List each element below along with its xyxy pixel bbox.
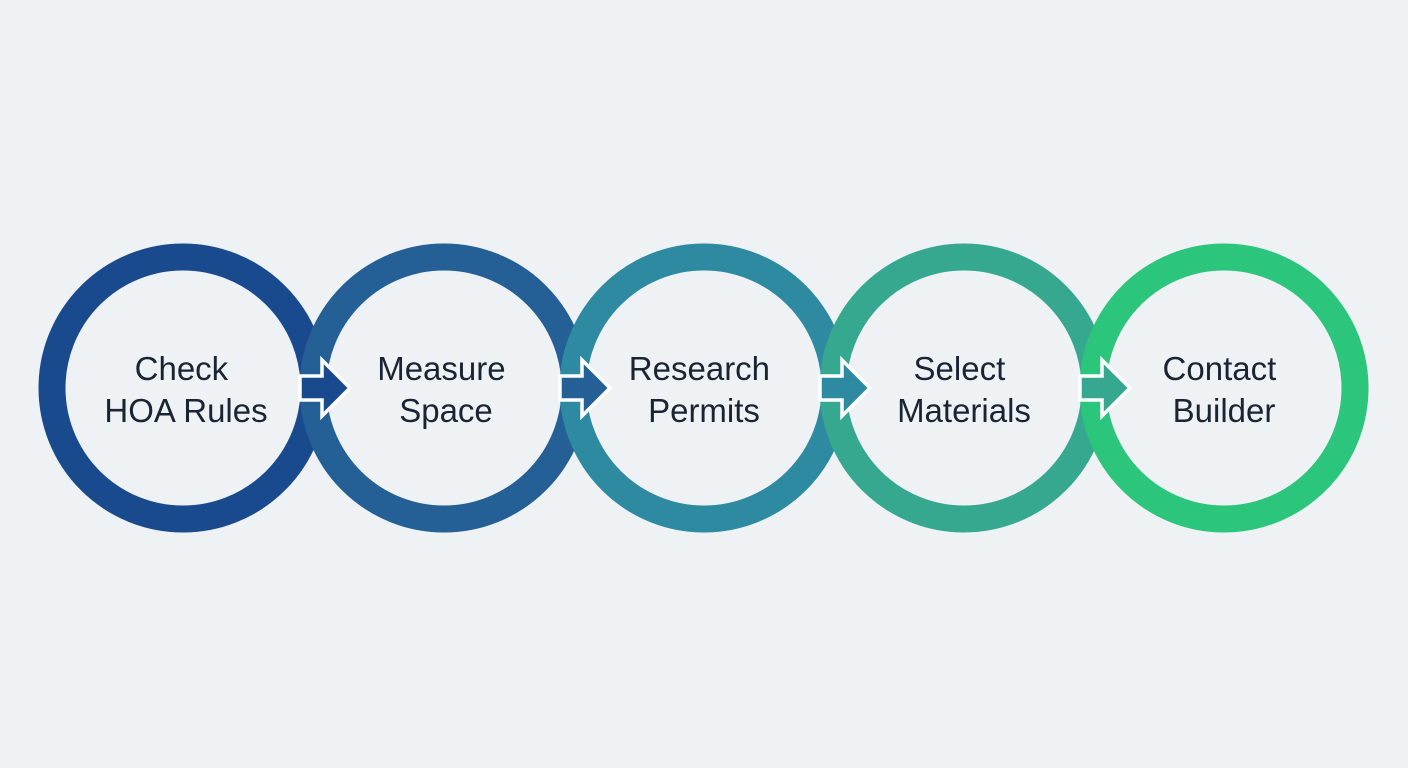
step-label-line: Permits — [648, 392, 760, 429]
right-arrow-icon — [818, 355, 873, 421]
step-label-line: Check — [135, 350, 229, 387]
step-label-1: Check HOA Rules — [104, 350, 267, 429]
step-label-line: Select — [914, 350, 1006, 387]
step-label-5: Contact Builder — [1163, 350, 1286, 429]
step-label-line: Contact — [1163, 350, 1277, 387]
step-ring-1 — [38, 243, 328, 533]
step-label-3: Research Permits — [629, 350, 779, 429]
step-label-line: Measure — [377, 350, 505, 387]
step-label-4: Select Materials — [897, 350, 1031, 429]
step-label-2: Measure Space — [377, 350, 515, 429]
step-rings — [38, 243, 1369, 533]
step-arrows — [298, 355, 1133, 421]
right-arrow-icon — [558, 355, 613, 421]
step-labels: Check HOA Rules Measure Space Research P… — [104, 350, 1286, 429]
step-label-line: Research — [629, 350, 770, 387]
step-label-line: Materials — [897, 392, 1031, 429]
step-label-line: Space — [399, 392, 493, 429]
step-label-line: HOA Rules — [104, 392, 267, 429]
right-arrow-icon — [1078, 355, 1133, 421]
right-arrow-icon — [298, 355, 353, 421]
step-label-line: Builder — [1173, 392, 1276, 429]
